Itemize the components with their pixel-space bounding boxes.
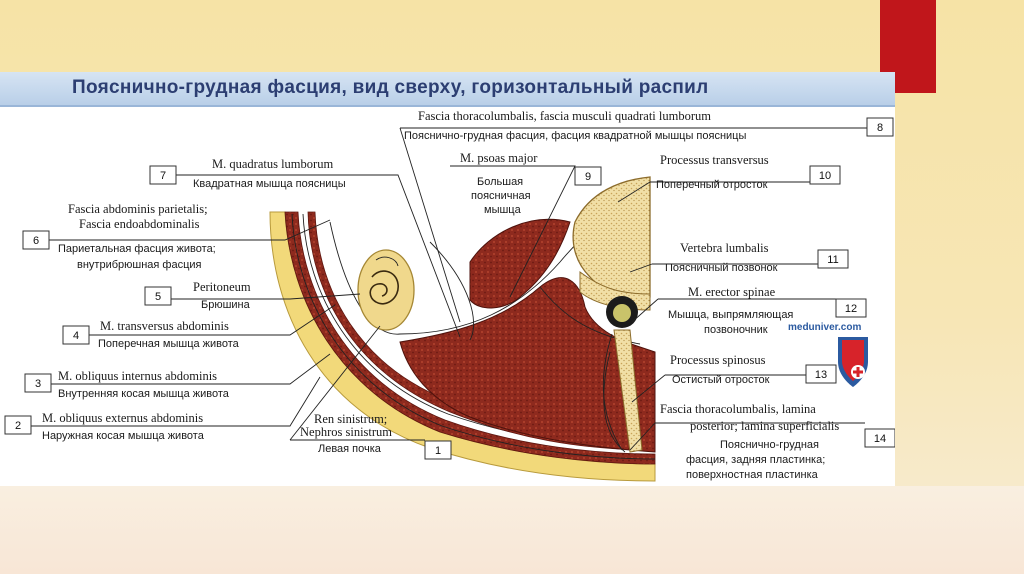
svg-text:3: 3 bbox=[35, 378, 41, 390]
label-14-ru-2: фасция, задняя пластинка; bbox=[686, 454, 825, 466]
label-box-14: 14 bbox=[864, 428, 895, 448]
label-box-5: 5 bbox=[144, 286, 172, 306]
svg-text:13: 13 bbox=[815, 369, 827, 381]
label-box-4: 4 bbox=[62, 325, 90, 345]
label-box-11: 11 bbox=[817, 249, 849, 269]
label-7-ru-1: Квадратная мышца поясницы bbox=[193, 178, 346, 190]
label-9-lat-1: M. psoas major bbox=[460, 151, 538, 165]
label-box-9: 9 bbox=[574, 166, 602, 186]
svg-text:11: 11 bbox=[827, 254, 838, 266]
kidney-pelvis bbox=[369, 270, 399, 305]
svg-text:12: 12 bbox=[845, 303, 857, 315]
label-11-lat-1: Vertebra lumbalis bbox=[680, 241, 769, 255]
bottom-background bbox=[0, 486, 1024, 574]
label-2-lat-1: M. obliquus externus abdominis bbox=[42, 411, 203, 425]
label-7-lat-1: M. quadratus lumborum bbox=[212, 157, 333, 171]
label-14-lat-1: Fascia thoracolumbalis, lamina bbox=[660, 402, 816, 416]
label-10-ru-1: Поперечный отросток bbox=[656, 179, 768, 191]
svg-text:8: 8 bbox=[877, 122, 883, 134]
label-12-ru-1: Мышца, выпрямляющая bbox=[668, 309, 793, 321]
svg-text:14: 14 bbox=[874, 433, 886, 445]
label-13-ru-1: Остистый отросток bbox=[672, 374, 770, 386]
label-13-lat-1: Processus spinosus bbox=[670, 353, 766, 367]
label-6-ru-2: внутрибрюшная фасция bbox=[77, 259, 202, 271]
label-1-lat-1: Ren sinistrum; bbox=[314, 412, 387, 426]
svg-text:9: 9 bbox=[585, 171, 591, 183]
label-box-8: 8 bbox=[866, 117, 894, 137]
label-5-ru-1: Брюшина bbox=[201, 299, 251, 311]
psoas-major bbox=[469, 218, 571, 309]
label-1-lat-2: Nephros sinistrum bbox=[300, 425, 392, 439]
label-box-7: 7 bbox=[149, 165, 177, 185]
abdominal-wall-muscles bbox=[284, 211, 656, 465]
kidney bbox=[357, 249, 415, 331]
label-4-lat-1: M. transversus abdominis bbox=[100, 319, 229, 333]
anatomy-diagram: 1 2 3 4 5 6 7 8 9 10 11 12 13 14 Ren sin… bbox=[4, 109, 895, 482]
label-box-10: 10 bbox=[809, 165, 841, 185]
label-9-ru-2: поясничная bbox=[471, 190, 531, 202]
svg-text:6: 6 bbox=[33, 235, 39, 247]
label-5-lat-1: Peritoneum bbox=[193, 280, 251, 294]
label-2-ru-1: Наружная косая мышца живота bbox=[42, 430, 205, 442]
label-box-3: 3 bbox=[24, 373, 52, 393]
svg-text:2: 2 bbox=[15, 420, 21, 432]
label-12-ru-2: позвоночник bbox=[704, 324, 768, 336]
page-title: Пояснично-грудная фасция, вид сверху, го… bbox=[72, 77, 709, 98]
label-box-12: 12 bbox=[835, 298, 867, 318]
svg-text:10: 10 bbox=[819, 170, 831, 182]
label-14-ru-3: поверхностная пластинка bbox=[686, 469, 819, 481]
svg-text:5: 5 bbox=[155, 291, 161, 303]
svg-text:4: 4 bbox=[73, 330, 79, 342]
svg-text:1: 1 bbox=[435, 445, 441, 457]
label-14-ru-1: Пояснично-грудная bbox=[720, 439, 819, 451]
label-box-6: 6 bbox=[22, 230, 50, 250]
svg-text:7: 7 bbox=[160, 170, 166, 182]
label-8-ru-1: Пояснично-грудная фасция, фасция квадрат… bbox=[404, 130, 746, 142]
watermark-text: meduniver.com bbox=[788, 322, 861, 333]
label-11-ru-1: Поясничный позвонок bbox=[665, 262, 778, 274]
label-9-ru-3: мышца bbox=[484, 204, 522, 216]
label-4-ru-1: Поперечная мышца живота bbox=[98, 338, 240, 350]
label-6-lat-1: Fascia abdominis parietalis; bbox=[68, 202, 208, 216]
label-box-1: 1 bbox=[424, 440, 452, 460]
label-14-lat-2: posterior; lamina superficialis bbox=[690, 419, 839, 433]
spinous-process bbox=[613, 329, 643, 453]
label-box-13: 13 bbox=[805, 364, 837, 384]
label-10-lat-1: Processus transversus bbox=[660, 153, 769, 167]
spinal-cord bbox=[613, 304, 631, 322]
label-8-lat-1: Fascia thoracolumbalis, fascia musculi q… bbox=[418, 109, 711, 123]
title-banner: Пояснично-грудная фасция, вид сверху, го… bbox=[0, 72, 895, 107]
label-box-2: 2 bbox=[4, 415, 32, 435]
label-9-ru-1: Большая bbox=[477, 176, 523, 188]
label-6-lat-2: Fascia endoabdominalis bbox=[79, 217, 200, 231]
label-1-ru-1: Левая почка bbox=[318, 443, 382, 455]
label-3-lat-1: M. obliquus internus abdominis bbox=[58, 369, 217, 383]
label-6-ru-1: Париетальная фасция живота; bbox=[58, 243, 216, 255]
label-3-ru-1: Внутренняя косая мышца живота bbox=[58, 388, 230, 400]
label-12-lat-1: M. erector spinae bbox=[688, 285, 776, 299]
slide-content: Пояснично-грудная фасция, вид сверху, го… bbox=[0, 72, 895, 486]
medical-shield-icon bbox=[838, 337, 868, 387]
